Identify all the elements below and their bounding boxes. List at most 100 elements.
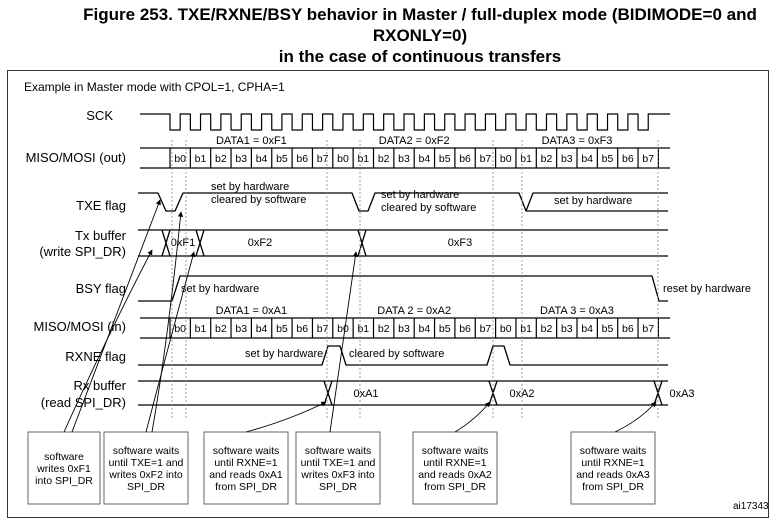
out-bit-label: b4 <box>256 153 268 165</box>
in-byte-label: DATA 2 = 0xA2 <box>377 305 451 317</box>
figure-title: Figure 253. TXE/RXNE/BSY behavior in Mas… <box>70 4 770 67</box>
note-text: until TXE=1 and <box>301 457 376 469</box>
in-bit-label: b7 <box>480 323 492 335</box>
txe-final-high <box>525 192 668 212</box>
txe-set-note-a: set by hardware <box>211 181 289 193</box>
out-bit-label: b6 <box>459 153 471 165</box>
out-byte-label: DATA2 = 0xF2 <box>379 135 450 147</box>
in-bit-label: b3 <box>235 323 247 335</box>
note-text: software waits <box>213 445 280 457</box>
out-byte-label: DATA3 = 0xF3 <box>542 135 613 147</box>
out-bit-label: b3 <box>398 153 410 165</box>
arrow-read-a3 <box>614 401 657 433</box>
note-text: from SPI_DR <box>424 481 486 493</box>
note-text: until TXE=1 and <box>109 457 184 469</box>
out-bit-label: b7 <box>480 153 492 165</box>
note-text: SPI_DR <box>127 481 165 493</box>
note-text: writes 0xF3 into <box>300 469 375 481</box>
out-bit-label: b4 <box>419 153 431 165</box>
note-text: software waits <box>113 445 180 457</box>
arrow-write-f2 <box>145 251 196 433</box>
out-byte-label: DATA1 = 0xF1 <box>216 135 287 147</box>
in-bit-label: b5 <box>276 323 288 335</box>
label-txbuf-1: Tx buffer <box>75 228 127 243</box>
diagram-frame <box>7 70 769 518</box>
note-box <box>295 431 381 505</box>
line-out-idle <box>140 147 170 169</box>
note-text: and reads 0xA1 <box>209 469 283 481</box>
label-miso-out: MISO/MOSI (out) <box>26 150 126 165</box>
in-bit-label: b1 <box>195 323 207 335</box>
note-text: from SPI_DR <box>582 481 644 493</box>
title-line-1: Figure 253. TXE/RXNE/BSY behavior in Mas… <box>83 5 757 24</box>
note-text: SPI_DR <box>319 481 357 493</box>
in-bit-label: b1 <box>357 323 369 335</box>
in-bit-label: b1 <box>520 323 532 335</box>
in-byte-label: DATA 3 = 0xA3 <box>540 305 614 317</box>
bsy-reset-note: reset by hardware <box>663 283 751 295</box>
in-bit-label: b4 <box>581 323 593 335</box>
out-bit-label: b7 <box>317 153 329 165</box>
label-bsy: BSY flag <box>76 281 126 296</box>
in-bit-label: b5 <box>602 323 614 335</box>
in-bit-label: b4 <box>256 323 268 335</box>
note-text: software waits <box>422 445 489 457</box>
note-box <box>103 431 189 505</box>
note-text: and reads 0xA3 <box>576 469 650 481</box>
arrow-write-f2-txe <box>151 211 184 433</box>
txbuf-crossing <box>357 229 367 257</box>
in-bit-label: b4 <box>419 323 431 335</box>
title-line-2: RXONLY=0) <box>372 26 468 45</box>
out-bit-label: b2 <box>541 153 553 165</box>
rxne-waveform <box>138 345 668 366</box>
note-box <box>570 431 656 505</box>
in-bit-label: b0 <box>174 323 186 335</box>
label-txe: TXE flag <box>76 198 126 213</box>
label-txbuf-2: (write SPI_DR) <box>39 244 126 259</box>
out-bit-label: b2 <box>215 153 227 165</box>
note-text: software waits <box>305 445 372 457</box>
arrow-read-a1 <box>245 401 327 433</box>
out-bit-label: b6 <box>296 153 308 165</box>
in-bit-label: b3 <box>561 323 573 335</box>
label-rxbuf-1: Rx buffer <box>73 378 126 393</box>
tx-value-3: 0xF3 <box>448 237 472 249</box>
in-bit-label: b0 <box>500 323 512 335</box>
rx-value-1: 0xA1 <box>353 388 378 400</box>
tx-value-2: 0xF2 <box>248 237 272 249</box>
bsy-waveform <box>138 275 668 302</box>
note-text: from SPI_DR <box>215 481 277 493</box>
title-line-3: in the case of continuous transfers <box>278 47 562 66</box>
in-bit-label: b7 <box>642 323 654 335</box>
note-box <box>203 431 289 505</box>
in-bit-label: b2 <box>215 323 227 335</box>
note-text: software waits <box>580 445 647 457</box>
rx-value-3: 0xA3 <box>669 388 694 400</box>
out-bit-label: b5 <box>439 153 451 165</box>
figure-id: ai17343 <box>733 501 769 512</box>
note-text: until RXNE=1 <box>214 457 277 469</box>
in-bit-label: b6 <box>622 323 634 335</box>
out-bit-label: b1 <box>520 153 532 165</box>
out-bit-label: b1 <box>195 153 207 165</box>
sck-waveform <box>140 113 670 131</box>
note-text: software <box>44 451 84 463</box>
note-text: until RXNE=1 <box>581 457 644 469</box>
rxne-clear-note: cleared by software <box>349 348 444 360</box>
in-bit-label: b2 <box>378 323 390 335</box>
in-bit-label: b3 <box>398 323 410 335</box>
rxne-set-note: set by hardware <box>245 348 323 360</box>
out-bit-label: b0 <box>174 153 186 165</box>
out-bit-label: b1 <box>357 153 369 165</box>
txe-set-note-3: set by hardware <box>554 195 632 207</box>
note-text: writes 0xF1 <box>36 463 91 475</box>
out-bit-label: b7 <box>642 153 654 165</box>
txe-set-note-1: set by hardware <box>381 189 459 201</box>
in-bit-label: b5 <box>439 323 451 335</box>
txbuf-rails <box>138 229 668 257</box>
tx-value-1: 0xF1 <box>171 237 195 249</box>
txe-clear-note-2: cleared by software <box>381 202 476 214</box>
label-miso-in: MISO/MOSI (in) <box>34 319 126 334</box>
out-bit-label: b0 <box>500 153 512 165</box>
